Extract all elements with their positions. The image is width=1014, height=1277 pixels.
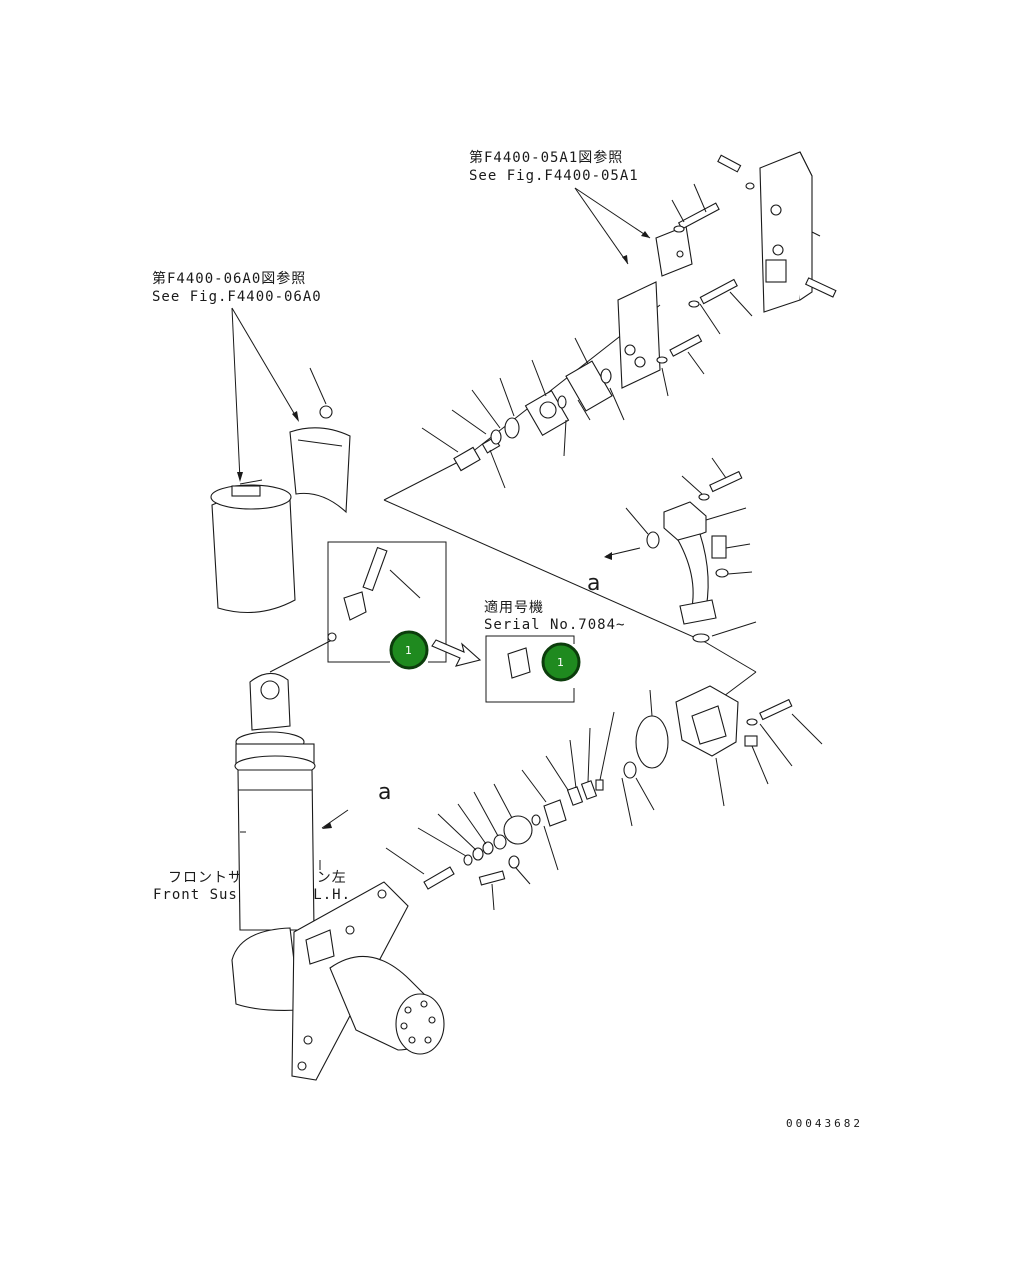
ref-05a1-jp: 第F4400-05A1図参照 — [469, 149, 623, 166]
serial-jp: 適用号機 — [484, 599, 544, 616]
view-marker-upper: a — [587, 571, 600, 596]
drawing-code: 00043682 — [786, 1117, 863, 1130]
callout-box-current — [327, 541, 447, 663]
callout-box-serial — [485, 635, 575, 703]
callout-serial-part[interactable] — [541, 642, 581, 682]
cylinder-cover — [210, 479, 296, 614]
mounting-bracket — [759, 151, 837, 313]
half-cover — [289, 427, 351, 514]
valve-housing — [621, 685, 823, 827]
serial-arrow — [431, 639, 482, 667]
callout-current-part[interactable] — [389, 630, 429, 670]
ref-05a1-en: See Fig.F4400-05A1 — [469, 168, 639, 184]
callout-serial-number: 1 — [557, 656, 564, 669]
upper-fitting-chain — [421, 154, 755, 489]
ref-06a0-jp: 第F4400-06A0図参照 — [152, 270, 306, 287]
ref-06a0-en: See Fig.F4400-06A0 — [152, 289, 322, 305]
assembly-guide-lines — [383, 304, 757, 697]
view-marker-lower: a — [378, 780, 391, 805]
callout-current-number: 1 — [405, 644, 412, 657]
axle-bracket — [231, 881, 445, 1081]
cap-nut — [319, 405, 333, 419]
ref-05a1-arrows — [574, 187, 651, 265]
lower-fitting-chain — [321, 711, 615, 911]
ref-06a0-arrows — [231, 307, 299, 482]
elbow-pipe — [604, 457, 757, 643]
serial-en: Serial No.7084~ — [484, 617, 625, 633]
suspension-cylinder — [234, 632, 337, 931]
